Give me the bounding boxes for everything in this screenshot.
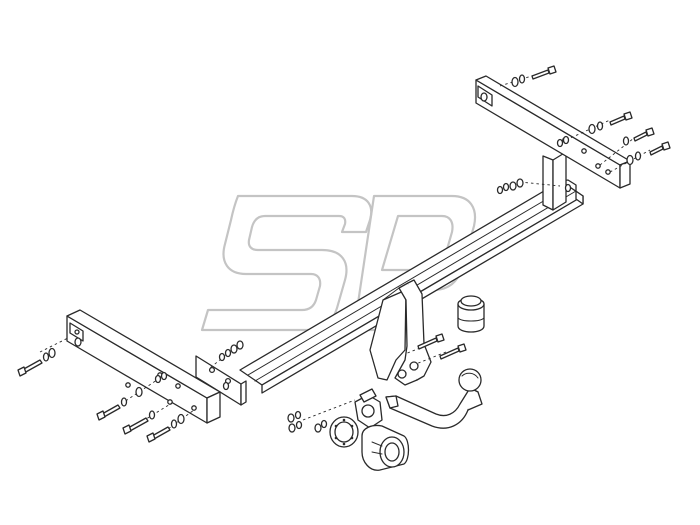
washer-icon — [295, 420, 303, 430]
washer-icon — [294, 410, 302, 420]
washer-icon — [230, 344, 238, 354]
bolt-icon — [417, 333, 445, 350]
bolt-icon — [609, 111, 633, 126]
nut-icon — [480, 92, 488, 102]
washer-icon — [224, 348, 232, 358]
nut-icon — [287, 413, 295, 423]
nut-icon — [496, 185, 504, 195]
washer-icon — [320, 419, 328, 429]
washer-icon — [588, 123, 596, 135]
nut-icon — [562, 135, 570, 145]
left-side-bracket — [66, 309, 221, 424]
bolt-icon — [439, 343, 467, 360]
bolt-set-right-bracket — [556, 111, 671, 166]
washer-icon — [502, 182, 510, 192]
electrical-socket — [329, 416, 410, 471]
bolt-set-crossbar-right — [496, 178, 572, 195]
tow-ball-neck — [385, 368, 483, 429]
washer-icon — [518, 74, 526, 84]
nut-icon — [556, 138, 564, 148]
washer-icon — [170, 419, 178, 429]
nut-icon — [177, 413, 185, 425]
socket-mounting-plate — [354, 388, 383, 429]
crossbar-end-plate-right — [542, 151, 567, 211]
nut-icon — [160, 371, 168, 381]
nut-icon — [516, 178, 524, 188]
washer-icon — [622, 136, 630, 146]
bolt-icon — [17, 359, 43, 377]
washer-icon — [148, 410, 156, 420]
nut-icon — [314, 423, 322, 433]
nut-icon — [288, 423, 296, 433]
bolt-icon — [122, 417, 149, 435]
bolt-set-socket — [287, 410, 328, 433]
bolt-set-drop-plate — [417, 333, 467, 360]
nut-icon — [74, 337, 82, 347]
bolt-icon — [96, 404, 121, 421]
washer-icon — [120, 397, 128, 407]
nut-icon — [222, 381, 230, 391]
bolt-set-left-bracket — [96, 371, 185, 443]
bolt-icon — [649, 141, 671, 156]
crossbar-end-plate-left — [195, 355, 247, 406]
bolt-icon — [531, 65, 557, 80]
bolt-icon — [633, 127, 655, 142]
washer-icon — [626, 154, 634, 166]
washer-icon — [596, 121, 604, 131]
washer-icon — [48, 347, 56, 359]
washer-icon — [509, 181, 517, 191]
watermark-letter-s — [200, 194, 373, 332]
bolt-set-crossbar-left — [218, 340, 244, 391]
washer-icon — [135, 386, 143, 398]
bolt-icon — [146, 426, 171, 443]
bolt-set-left-end — [17, 337, 82, 377]
nut-icon — [564, 183, 572, 193]
nut-icon — [154, 374, 162, 384]
nut-icon — [218, 352, 226, 362]
nut-icon — [236, 340, 244, 350]
bolt-set-right-end — [480, 65, 557, 102]
washer-icon — [511, 76, 519, 88]
washer-icon — [634, 151, 642, 161]
ball-cover-cap — [457, 295, 485, 333]
washer-icon — [42, 352, 50, 362]
